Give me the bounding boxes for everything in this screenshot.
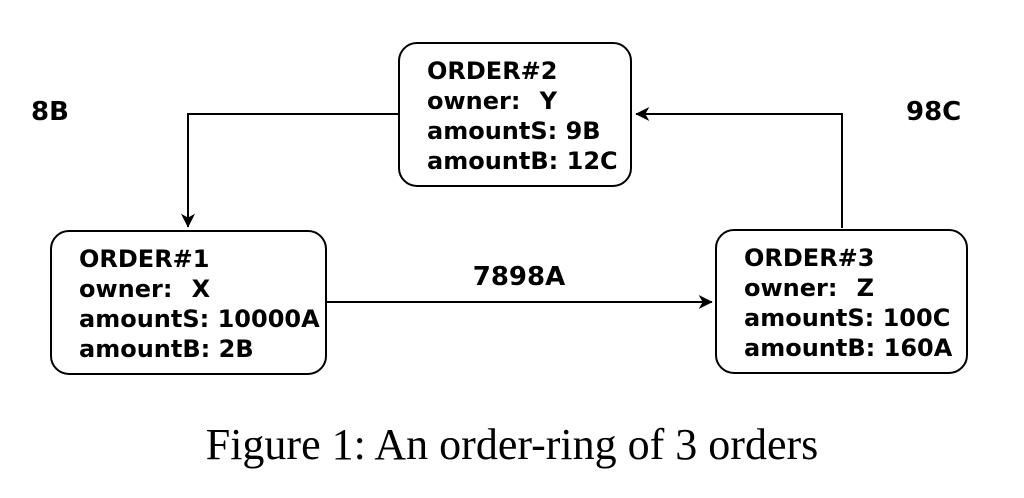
edge-order3-to-order2 bbox=[635, 107, 843, 228]
field-label: owner: bbox=[79, 275, 173, 303]
figure-caption: Figure 1: An order-ring of 3 orders bbox=[205, 420, 819, 469]
order-1-amounts-field: amountS: 10000A bbox=[79, 304, 320, 334]
order-1-owner-field: owner: X bbox=[79, 274, 319, 304]
order-1-title: ORDER#1 bbox=[79, 245, 210, 273]
field-label: amountS: bbox=[427, 117, 558, 145]
edge-label-7898a: 7898A bbox=[472, 262, 566, 292]
field-label: amountS: bbox=[79, 305, 210, 333]
field-label: owner: bbox=[427, 87, 521, 115]
edge-label-8b: 8B bbox=[31, 97, 69, 127]
field-value: Y bbox=[539, 87, 558, 115]
field-value: X bbox=[191, 275, 211, 303]
field-value: 10000A bbox=[217, 305, 320, 333]
field-label: amountB: bbox=[79, 335, 211, 363]
order-1-amountb-field: amountB: 2B bbox=[79, 334, 319, 364]
field-value: 160A bbox=[883, 334, 953, 362]
order-3-amountb-field: amountB: 160A bbox=[744, 333, 960, 363]
order-2-owner-field: owner: Y bbox=[427, 86, 624, 116]
field-label: amountB: bbox=[427, 147, 559, 175]
field-label: owner: bbox=[744, 274, 838, 302]
order-2-title: ORDER#2 bbox=[427, 57, 558, 85]
order-2-amountb-field: amountB: 12C bbox=[427, 146, 624, 176]
field-value: Z bbox=[856, 274, 875, 302]
order-node-1: ORDER#1 owner: X amountS: 10000A amountB… bbox=[50, 230, 327, 375]
order-3-title: ORDER#3 bbox=[744, 244, 875, 272]
field-label: amountB: bbox=[744, 334, 876, 362]
edge-order2-to-order1 bbox=[181, 113, 398, 228]
field-label: amountS: bbox=[744, 304, 875, 332]
order-3-amounts-field: amountS: 100C bbox=[744, 303, 960, 333]
field-value: 100C bbox=[882, 304, 951, 332]
order-2-amounts-field: amountS: 9B bbox=[427, 116, 624, 146]
edge-label-98c: 98C bbox=[906, 97, 962, 127]
order-node-3: ORDER#3 owner: Z amountS: 100C amountB: … bbox=[715, 229, 968, 374]
field-value: 12C bbox=[566, 147, 618, 175]
field-value: 9B bbox=[565, 117, 601, 145]
order-3-owner-field: owner: Z bbox=[744, 273, 960, 303]
field-value: 2B bbox=[218, 335, 254, 363]
order-node-2: ORDER#2 owner: Y amountS: 9B amountB: 12… bbox=[398, 42, 632, 187]
